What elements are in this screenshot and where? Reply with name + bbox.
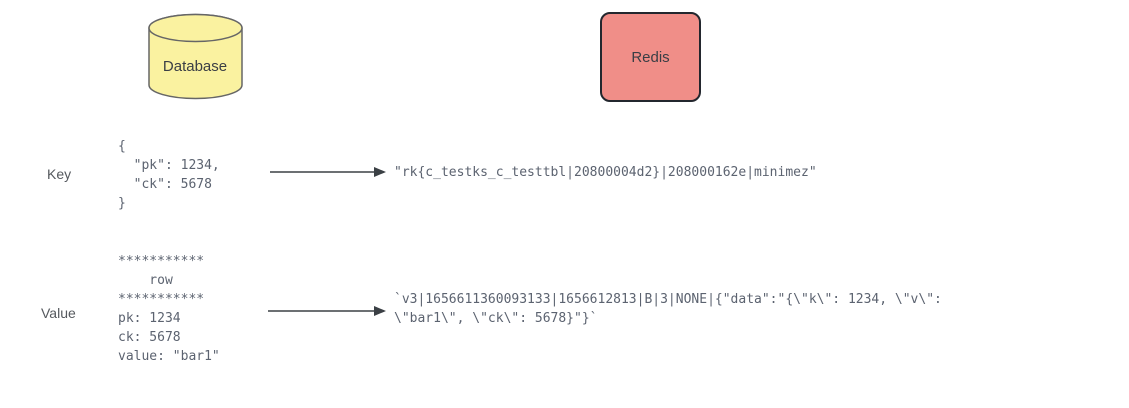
value-row-label: Value: [41, 305, 76, 321]
key-redis-string: "rk{c_testks_c_testtbl|20800004d2}|20800…: [394, 165, 817, 180]
key-source-json: { "pk": 1234, "ck": 5678 }: [118, 139, 220, 211]
value-source-row: *********** row *********** pk: 1234 ck:…: [118, 254, 220, 364]
value-redis-string: `v3|1656611360093133|1656612813|B|3|NONE…: [394, 292, 942, 326]
key-row-label: Key: [47, 166, 72, 182]
redis-node: [600, 12, 701, 102]
database-node: [148, 13, 243, 100]
